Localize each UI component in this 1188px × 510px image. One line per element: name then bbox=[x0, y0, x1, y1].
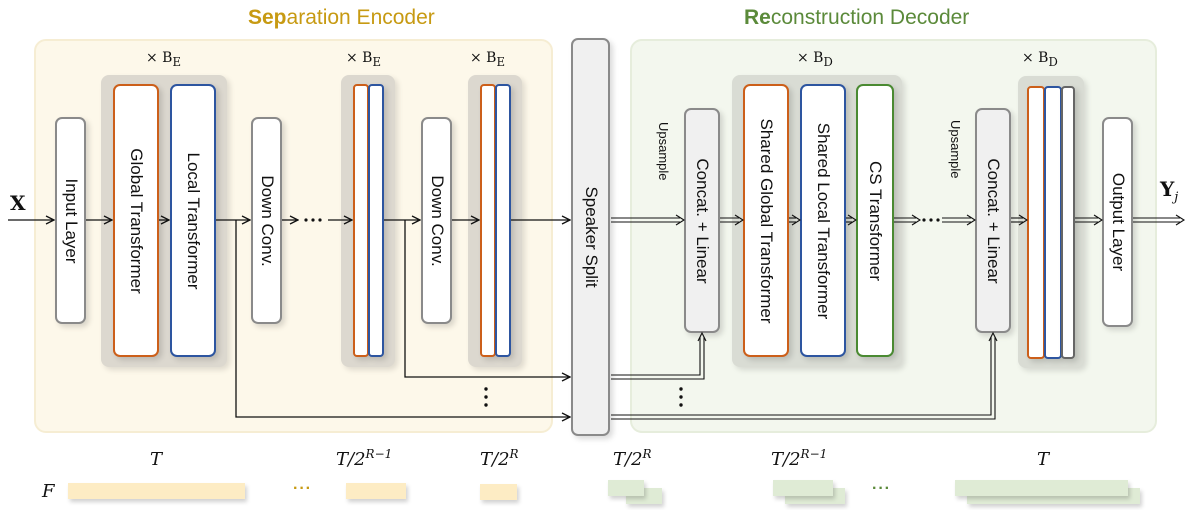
global-transformer-block: Global Transformer bbox=[113, 84, 159, 357]
freq-label: F bbox=[42, 481, 55, 502]
decoder-title: Reconstruction Decoder bbox=[744, 6, 970, 29]
cs-transformer-mini bbox=[1061, 86, 1075, 359]
arrow-output bbox=[1175, 214, 1186, 226]
arrow-skip-to-concat-1 bbox=[697, 331, 707, 342]
encoder-repeat-label-3: × BE bbox=[470, 50, 505, 69]
down-conv-block-1: Down Conv. bbox=[251, 117, 282, 324]
shared-global-transformer-block: Shared Global Transformer bbox=[743, 84, 789, 357]
cs-transformer-block: CS Transformer bbox=[856, 84, 894, 357]
local-transformer-block: Local Transformer bbox=[170, 84, 216, 357]
encoder-title: Separation Encoder bbox=[248, 6, 435, 29]
skip-connection-2 bbox=[404, 220, 570, 377]
skip-connection-1 bbox=[235, 220, 570, 417]
speaker-split-block: Speaker Split bbox=[571, 38, 610, 436]
input-x-label: X bbox=[10, 191, 26, 215]
enc-feat-label-1: T bbox=[150, 449, 163, 470]
dec-feature-map-2 bbox=[773, 480, 833, 496]
output-y-label: Yj bbox=[1160, 177, 1179, 205]
local-transformer-mini-2 bbox=[368, 84, 384, 357]
output-layer-block: Output Layer bbox=[1102, 117, 1133, 327]
decoder-vdots bbox=[679, 387, 683, 407]
arrow-skip-to-concat-2 bbox=[988, 331, 998, 342]
local-transformer-mini-3 bbox=[495, 84, 511, 357]
input-layer-block: Input Layer bbox=[55, 117, 86, 324]
shared-local-transformer-block: Shared Local Transformer bbox=[800, 84, 846, 357]
enc-feature-map-2 bbox=[346, 483, 406, 499]
encoder-repeat-label-1: × BE bbox=[146, 50, 181, 69]
enc-feat-label-2: T/2R−1 bbox=[336, 447, 393, 470]
concat-linear-block-1: Concat. + Linear bbox=[684, 108, 720, 333]
dec-feature-map-3 bbox=[955, 480, 1128, 496]
enc-feat-label-3: T/2R bbox=[480, 447, 519, 470]
decoder-hdots bbox=[922, 218, 940, 222]
decoder-repeat-label-2: × BD bbox=[1022, 50, 1058, 69]
enc-feature-map-1 bbox=[68, 483, 245, 499]
dec-feat-dots: ··· bbox=[872, 480, 891, 497]
encoder-repeat-label-2: × BE bbox=[346, 50, 381, 69]
dec-feature-map-1 bbox=[608, 480, 644, 496]
enc-feature-map-3 bbox=[480, 484, 517, 500]
dec-feat-label-2: T/2R−1 bbox=[771, 447, 828, 470]
dec-feat-label-1: T/2R bbox=[613, 447, 652, 470]
decoder-repeat-label-1: × BD bbox=[797, 50, 833, 69]
arrow-to-concat-2 bbox=[966, 214, 977, 226]
encoder-vdots bbox=[484, 387, 488, 407]
dec-feat-label-3: T bbox=[1037, 449, 1050, 470]
enc-feat-dots: ··· bbox=[293, 480, 312, 497]
arrow-split-to-concat-1 bbox=[675, 214, 686, 226]
down-conv-block-2: Down Conv. bbox=[421, 117, 452, 324]
encoder-hdots bbox=[304, 218, 322, 222]
concat-linear-block-2: Concat. + Linear bbox=[975, 108, 1011, 333]
